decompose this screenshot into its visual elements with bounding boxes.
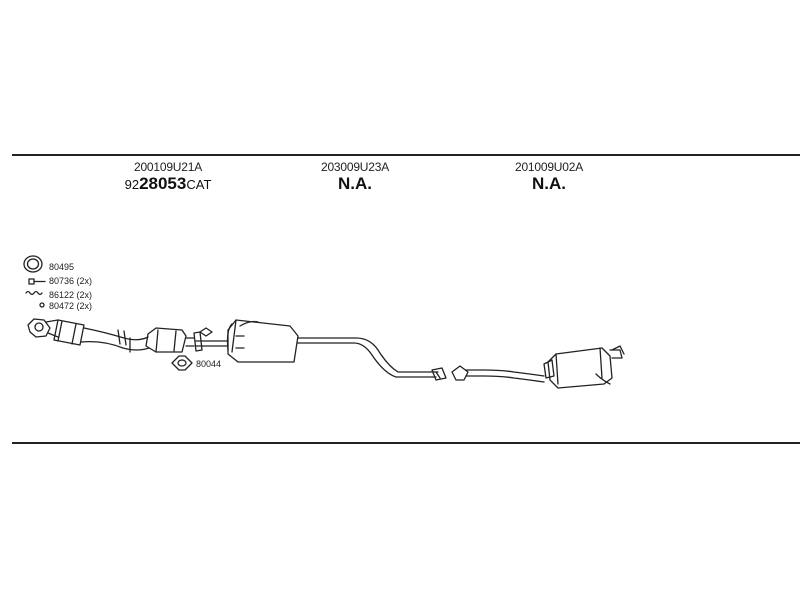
accessory-code: 80495 bbox=[49, 262, 75, 272]
flange-gasket-icon bbox=[171, 355, 193, 371]
accessory-code: 80044 bbox=[196, 359, 222, 369]
spring-set-icon bbox=[25, 290, 43, 296]
bolt-icon bbox=[28, 278, 46, 285]
bottom-divider bbox=[12, 442, 800, 444]
accessory-qty: (2x) bbox=[76, 301, 93, 311]
part-middle-silencer[interactable]: 203009U23A N.A. bbox=[290, 160, 420, 194]
accessory-code: 80472 bbox=[49, 301, 75, 311]
part-code: N.A. bbox=[532, 174, 566, 193]
part-number: 200109U21A bbox=[133, 160, 203, 174]
accessory-80736[interactable]: 80736 (2x) bbox=[49, 276, 92, 286]
accessory-80044[interactable]: 80044 bbox=[196, 359, 221, 369]
part-catalytic-converter[interactable]: 200109U21A 9228053CAT bbox=[98, 160, 238, 195]
part-number: 203009U23A bbox=[320, 160, 390, 174]
intermediate-pipe[interactable] bbox=[297, 337, 447, 381]
accessory-code: 80736 bbox=[49, 276, 75, 286]
part-code: 9228053CAT bbox=[98, 174, 238, 195]
accessory-86122[interactable]: 86122 (2x) bbox=[49, 290, 92, 300]
part-code-suffix: CAT bbox=[186, 177, 212, 192]
front-pipe[interactable] bbox=[27, 318, 150, 353]
accessory-qty: (2x) bbox=[76, 276, 93, 286]
part-rear-silencer[interactable]: 201009U02A N.A. bbox=[484, 160, 614, 194]
catalytic-converter[interactable] bbox=[145, 327, 203, 353]
accessory-qty: (2x) bbox=[76, 290, 93, 300]
accessory-code: 86122 bbox=[49, 290, 75, 300]
part-code-main: 28053 bbox=[139, 174, 187, 193]
part-number: 201009U02A bbox=[514, 160, 584, 174]
part-code: N.A. bbox=[338, 174, 372, 193]
part-code-prefix: 92 bbox=[124, 177, 140, 192]
accessory-80495[interactable]: 80495 bbox=[49, 262, 74, 272]
washer-icon bbox=[39, 302, 45, 308]
middle-silencer[interactable] bbox=[195, 319, 299, 363]
rear-silencer[interactable] bbox=[547, 345, 625, 389]
top-divider bbox=[12, 154, 800, 156]
rear-pipe[interactable] bbox=[451, 359, 555, 383]
gasket-ring-icon bbox=[23, 255, 43, 273]
accessory-80472[interactable]: 80472 (2x) bbox=[49, 301, 92, 311]
